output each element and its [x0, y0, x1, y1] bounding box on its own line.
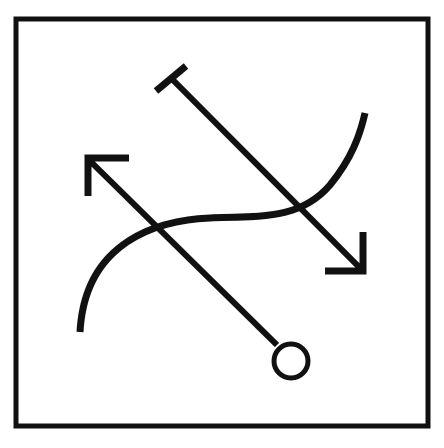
- s-curve: [76, 112, 369, 333]
- frame-border: [13, 16, 431, 429]
- circle-arrow-tail: [271, 341, 311, 381]
- tee-arrow-head: [325, 232, 367, 275]
- circle-arrow-head: [84, 154, 129, 196]
- tee-arrow-shaft: [168, 75, 365, 273]
- circle-arrow-shaft: [84, 155, 280, 348]
